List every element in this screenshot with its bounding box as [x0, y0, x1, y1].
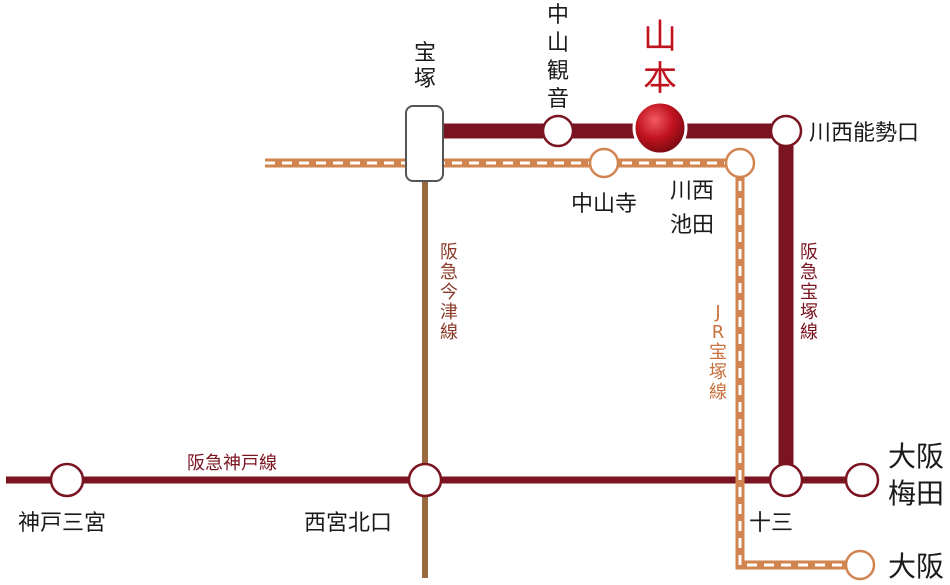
line-label-jr-takarazuka: J R 宝 塚 線: [709, 302, 727, 403]
station-kawanishi-noseguchi-label: 川西能勢口: [809, 121, 919, 146]
station-juso-label: 十三: [749, 511, 793, 536]
station-kawanishi-ikeda-marker[interactable]: [724, 147, 756, 179]
svg-text:中: 中: [547, 3, 569, 28]
yamamoto-char-2: 本: [643, 59, 677, 99]
station-takarazuka-marker[interactable]: [405, 105, 444, 182]
line-label-imazu: 阪 急 今 津 線: [440, 242, 458, 343]
svg-text:R: R: [712, 322, 725, 343]
station-osaka-umeda-label-1: 大阪: [888, 440, 944, 473]
svg-text:線: 線: [800, 322, 818, 343]
jr-takarazuka-line: [265, 158, 860, 570]
station-takarazuka-label: 宝 塚: [414, 41, 436, 92]
svg-text:観: 観: [547, 59, 569, 84]
station-nishinomiya-kitaguchi-marker[interactable]: [407, 462, 443, 498]
svg-text:音: 音: [547, 87, 569, 112]
station-osaka-umeda-label-2: 梅田: [888, 477, 944, 510]
svg-text:線: 線: [709, 382, 727, 403]
station-kawanishi-ikeda-label-2: 池田: [670, 213, 714, 238]
svg-text:山: 山: [547, 31, 569, 56]
svg-text:塚: 塚: [800, 302, 818, 323]
station-kobe-sannomiya-marker[interactable]: [49, 462, 85, 498]
svg-text:今: 今: [440, 282, 458, 303]
station-yamamoto-marker[interactable]: [632, 100, 688, 156]
station-yamamoto-label: 山 本: [643, 17, 677, 99]
svg-text:急: 急: [800, 262, 818, 283]
station-juso-marker[interactable]: [768, 462, 804, 498]
line-label-kobe: 阪急神戸線: [187, 453, 277, 474]
svg-text:塚: 塚: [414, 67, 436, 92]
svg-text:塚: 塚: [709, 362, 727, 383]
station-nishinomiya-kitaguchi-label: 西宮北口: [304, 511, 392, 536]
station-osaka-jr-label: 大阪: [888, 550, 944, 583]
svg-text:宝: 宝: [800, 282, 818, 303]
station-kawanishi-noseguchi-marker[interactable]: [769, 114, 803, 148]
svg-text:J: J: [714, 302, 720, 323]
line-label-takarazuka: 阪 急 宝 塚 線: [800, 242, 818, 343]
svg-text:急: 急: [440, 262, 458, 283]
station-nakayama-kannon-marker[interactable]: [541, 114, 575, 148]
svg-text:阪: 阪: [800, 242, 818, 263]
yamamoto-char-1: 山: [643, 17, 677, 57]
station-osaka-umeda-marker[interactable]: [844, 462, 880, 498]
station-nakayama-kannon-label: 中 山 観 音: [547, 3, 569, 112]
station-kobe-sannomiya-label: 神戸三宮: [18, 511, 106, 536]
hankyu-takarazuka-line: [440, 123, 794, 480]
station-osaka-jr-marker[interactable]: [844, 549, 876, 581]
svg-text:宝: 宝: [709, 342, 727, 363]
svg-text:宝: 宝: [414, 41, 436, 66]
station-nakayamadera-marker[interactable]: [588, 147, 620, 179]
svg-text:阪: 阪: [440, 242, 458, 263]
station-nakayamadera-label: 中山寺: [571, 192, 637, 217]
station-kawanishi-ikeda-label-1: 川西: [670, 179, 714, 204]
svg-text:津: 津: [440, 302, 458, 323]
svg-text:線: 線: [440, 322, 458, 343]
